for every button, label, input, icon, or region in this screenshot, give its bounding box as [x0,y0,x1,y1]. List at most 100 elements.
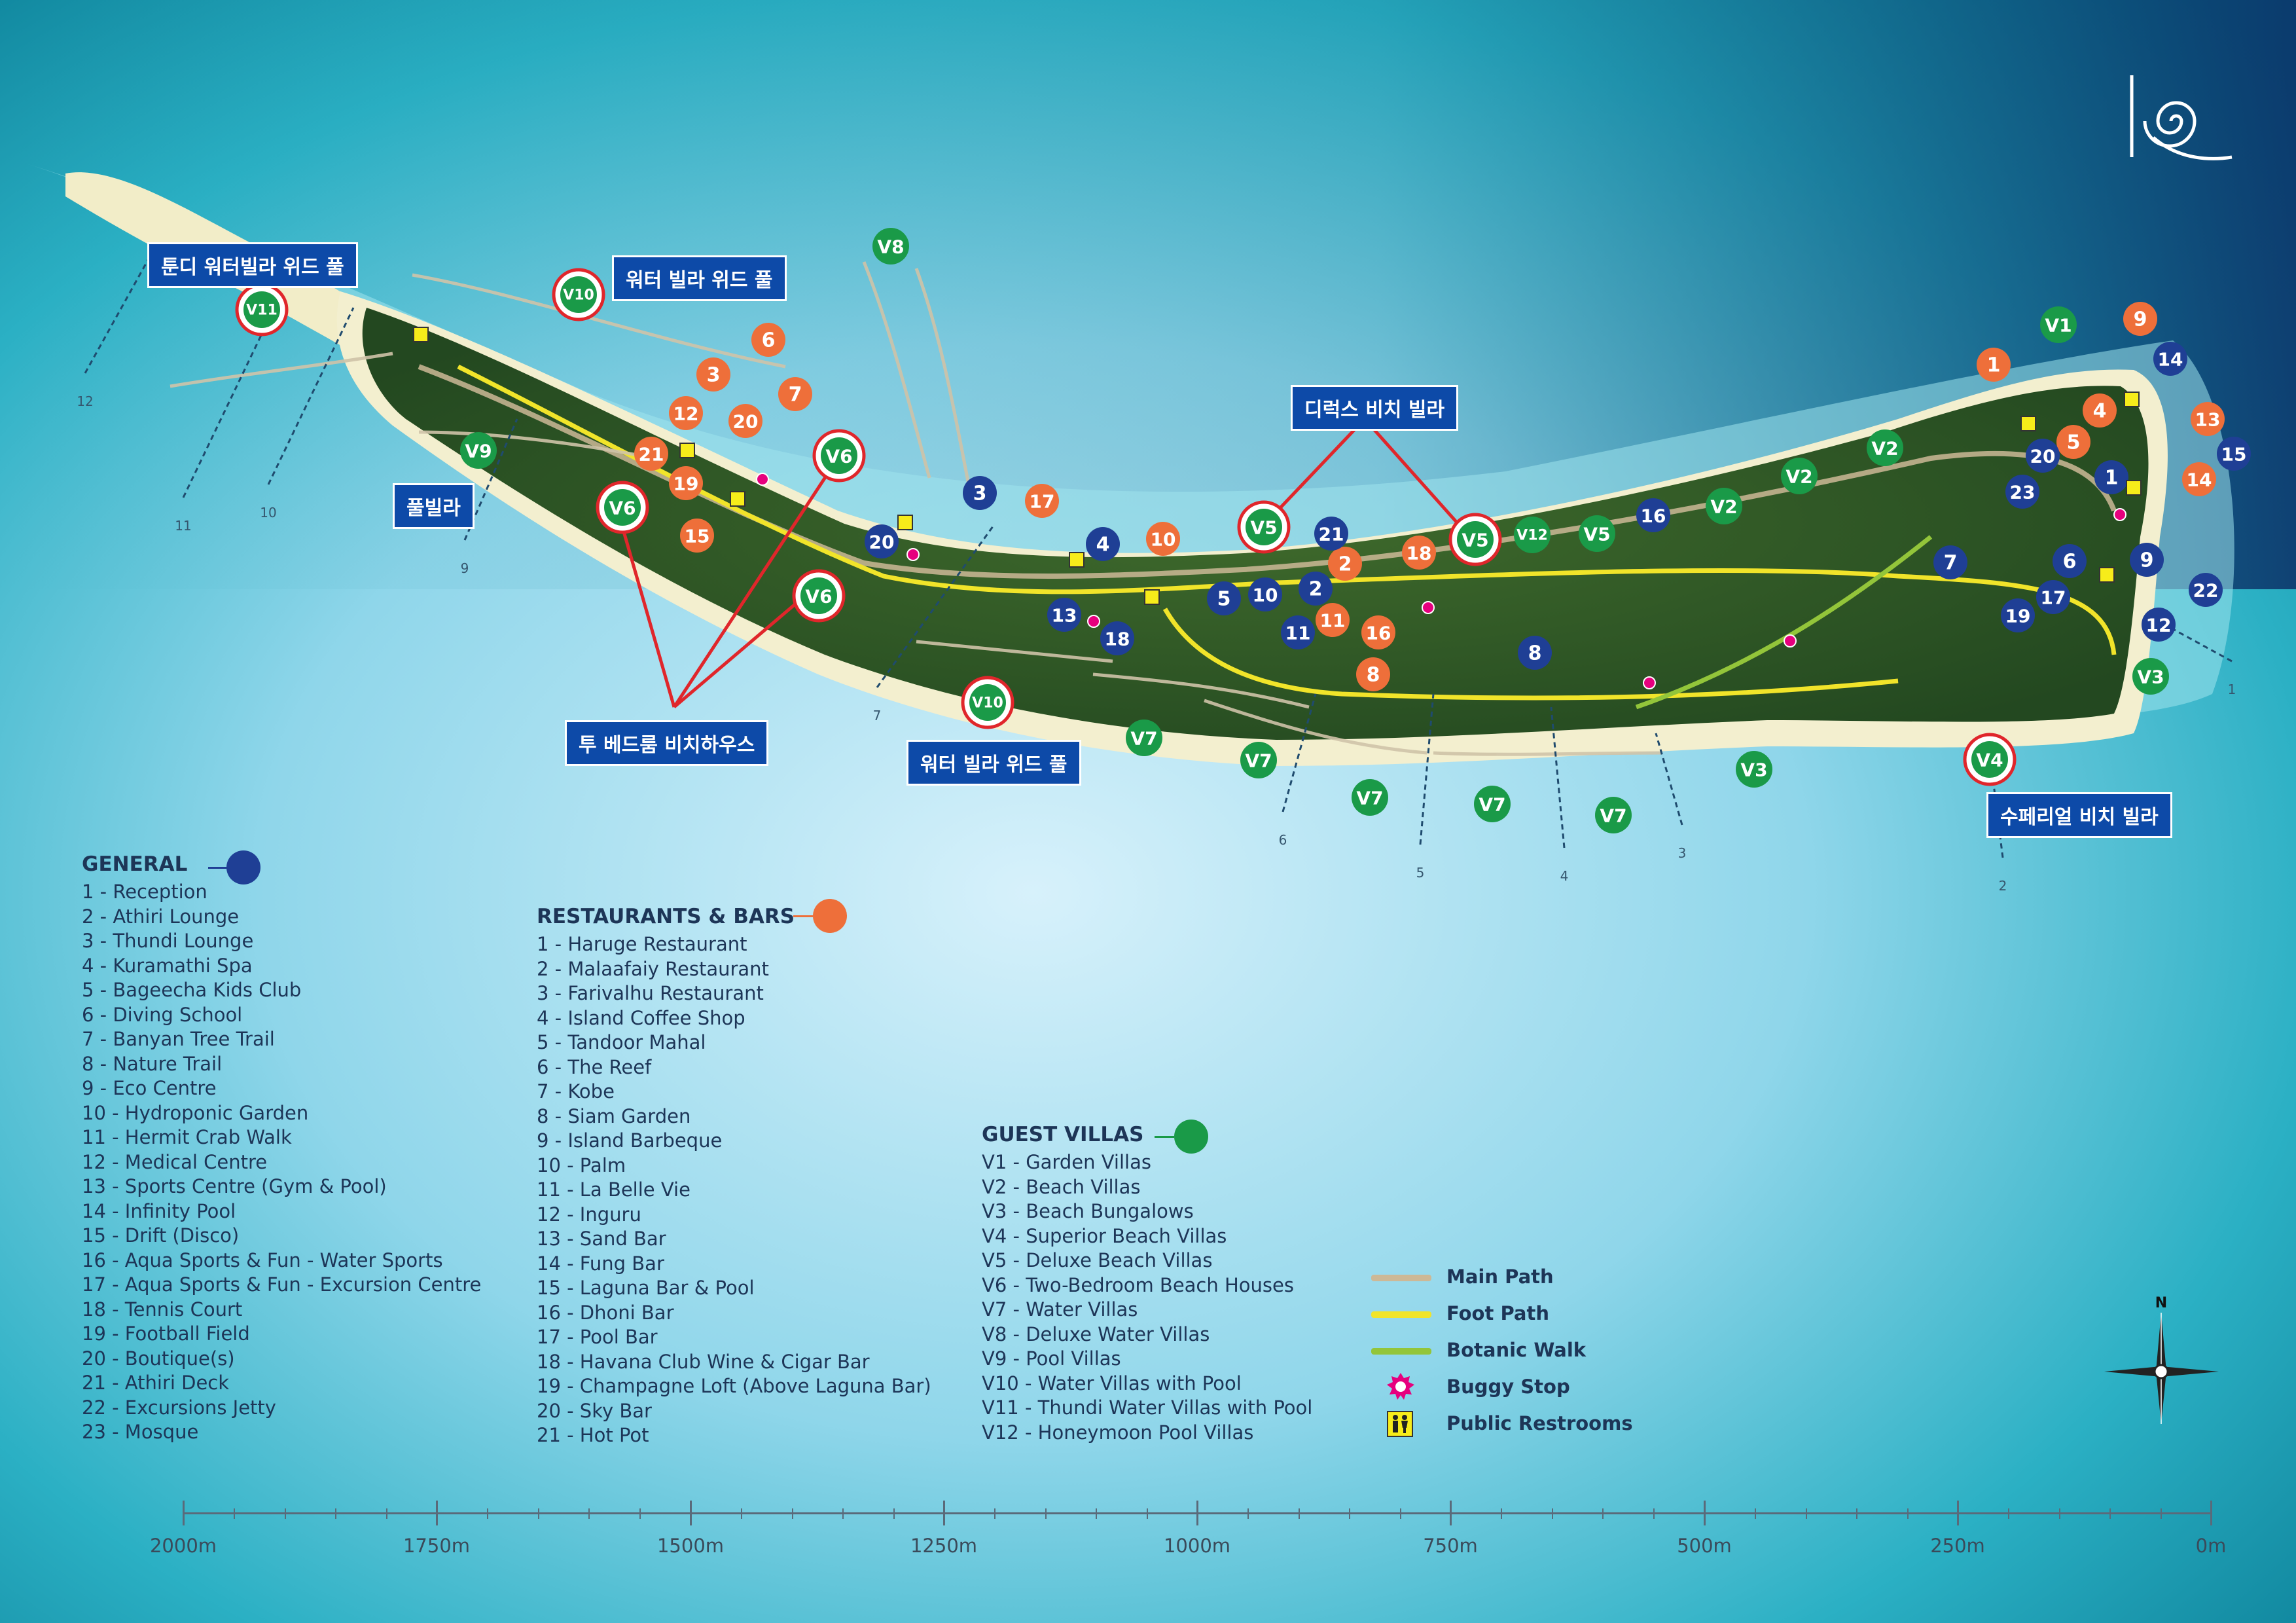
svg-text:V7: V7 [1130,728,1157,750]
villa-marker-v4: V4 [1963,733,2017,786]
villa-marker-v6: V6 [792,569,846,623]
legend-restaurants-item: 10 - Palm [537,1154,626,1176]
restaurant-marker-15: 15 [680,519,714,553]
svg-text:18: 18 [1105,629,1130,650]
legend-restaurants-item: 13 - Sand Bar [537,1228,666,1250]
legend-villas-item: V4 - Superior Beach Villas [982,1224,1227,1247]
general-marker-13: 13 [1047,598,1081,632]
villa-marker-v7: V7 [1474,786,1511,822]
villa-marker-v5: V5 [1448,513,1502,566]
restaurant-marker-10: 10 [1146,522,1180,556]
villa-marker-v2: V2 [1781,458,1818,494]
svg-text:V12: V12 [1516,528,1548,544]
legend-restaurants-item: 15 - Laguna Bar & Pool [537,1277,755,1299]
legend-general-item: 16 - Aqua Sports & Fun - Water Sports [82,1249,443,1271]
svg-text:20: 20 [869,532,895,553]
svg-text:13: 13 [1052,605,1077,627]
villa-marker-v7: V7 [1240,742,1277,778]
svg-text:11: 11 [1320,610,1346,632]
svg-text:16: 16 [1641,505,1666,527]
svg-text:12: 12 [2146,615,2172,636]
legend-villas-item: V10 - Water Villas with Pool [982,1372,1242,1395]
general-marker-16: 16 [1636,498,1670,532]
general-marker-9: 9 [2130,543,2164,577]
legend-buggy-stop: Buggy Stop [1446,1376,1570,1398]
legend-villas-item: V2 - Beach Villas [982,1175,1141,1198]
legend-general-item: 18 - Tennis Court [82,1298,243,1321]
villa-marker-v6: V6 [812,429,866,483]
restaurant-marker-1: 1 [1977,348,2011,382]
svg-text:1: 1 [1987,354,2001,377]
scale-tick [1957,1501,1959,1525]
svg-text:V3: V3 [2137,666,2164,688]
scale-tick [436,1501,438,1525]
svg-text:22: 22 [2193,580,2219,602]
general-marker-18: 18 [1100,621,1134,655]
scale-tick [1704,1501,1706,1525]
villa-marker-v10: V10 [552,268,605,321]
svg-text:20: 20 [733,411,759,433]
svg-text:V9: V9 [465,441,492,462]
legend-general-item: 23 - Mosque [82,1421,199,1443]
svg-text:5: 5 [1217,588,1231,611]
svg-text:V3: V3 [1740,759,1767,781]
legend-general-item: 5 - Bageecha Kids Club [82,979,302,1001]
svg-text:3: 3 [973,483,987,505]
dive-site-label: 7 [873,708,882,723]
villa-marker-v11: V11 [235,283,289,337]
svg-text:V10: V10 [563,287,594,304]
restaurant-marker-7: 7 [778,377,812,411]
legend-botanic-walk: Botanic Walk [1446,1339,1587,1361]
legend-general-item: 1 - Reception [82,881,207,903]
svg-text:15: 15 [685,526,710,547]
label-thundi-water-villa-pool: 툰디 워터빌라 위드 풀 [147,242,358,288]
svg-text:7: 7 [1944,552,1958,575]
villa-marker-v8: V8 [872,228,909,264]
restaurant-marker-19: 19 [669,466,703,500]
dive-site-label: 10 [260,505,276,520]
dive-site-label: 11 [175,518,191,534]
dive-site-label: 6 [1279,832,1287,848]
svg-text:V6: V6 [805,586,832,608]
villa-marker-v7: V7 [1352,779,1388,816]
legend-villas-item: V9 - Pool Villas [982,1347,1121,1370]
svg-text:14: 14 [2187,469,2212,491]
legend-general-item: 17 - Aqua Sports & Fun - Excursion Centr… [82,1273,482,1296]
legend-general-item: 13 - Sports Centre (Gym & Pool) [82,1175,387,1197]
legend-restaurants-item: 14 - Fung Bar [537,1252,664,1275]
svg-text:8: 8 [1367,664,1380,687]
buggy-stop-icon [1087,615,1100,628]
svg-text:10: 10 [1253,585,1278,606]
restroom-icon [1387,1411,1413,1437]
restroom-icon [2099,567,2115,583]
label-water-villa-pool-bottom: 워터 빌라 위드 풀 [906,740,1081,786]
general-marker-3: 3 [963,476,997,510]
legend-villas-item: V3 - Beach Bungalows [982,1200,1194,1222]
legend-general-item: 2 - Athiri Lounge [82,905,240,928]
dive-site-label: 9 [461,560,469,576]
svg-text:20: 20 [2030,446,2056,467]
restaurant-marker-8: 8 [1356,657,1390,691]
general-marker-2: 2 [1299,572,1333,606]
restaurant-marker-5: 5 [2056,425,2090,459]
restroom-icon [897,515,913,530]
villa-marker-v3: V3 [2132,658,2169,695]
villa-marker-v1: V1 [2040,306,2077,343]
svg-text:V6: V6 [825,446,852,467]
svg-text:V7: V7 [1245,750,1272,772]
compass-north-label: N [2155,1295,2167,1311]
scale-tick-label: 2000m [149,1535,217,1557]
scale-tick-label: 250m [1930,1535,1985,1557]
villa-marker-v10: V10 [961,676,1014,729]
legend-general-item: 10 - Hydroponic Garden [82,1101,309,1124]
general-marker-19: 19 [2001,598,2035,632]
villa-marker-v5: V5 [1237,500,1291,554]
legend-general-title: GENERAL [82,852,188,876]
restaurant-marker-9: 9 [2123,302,2157,336]
dive-site-label: 5 [1416,865,1425,881]
general-marker-20: 20 [2026,439,2060,473]
svg-text:17: 17 [2041,587,2066,609]
legend-general-item: 7 - Banyan Tree Trail [82,1028,275,1050]
svg-text:3: 3 [707,364,721,387]
